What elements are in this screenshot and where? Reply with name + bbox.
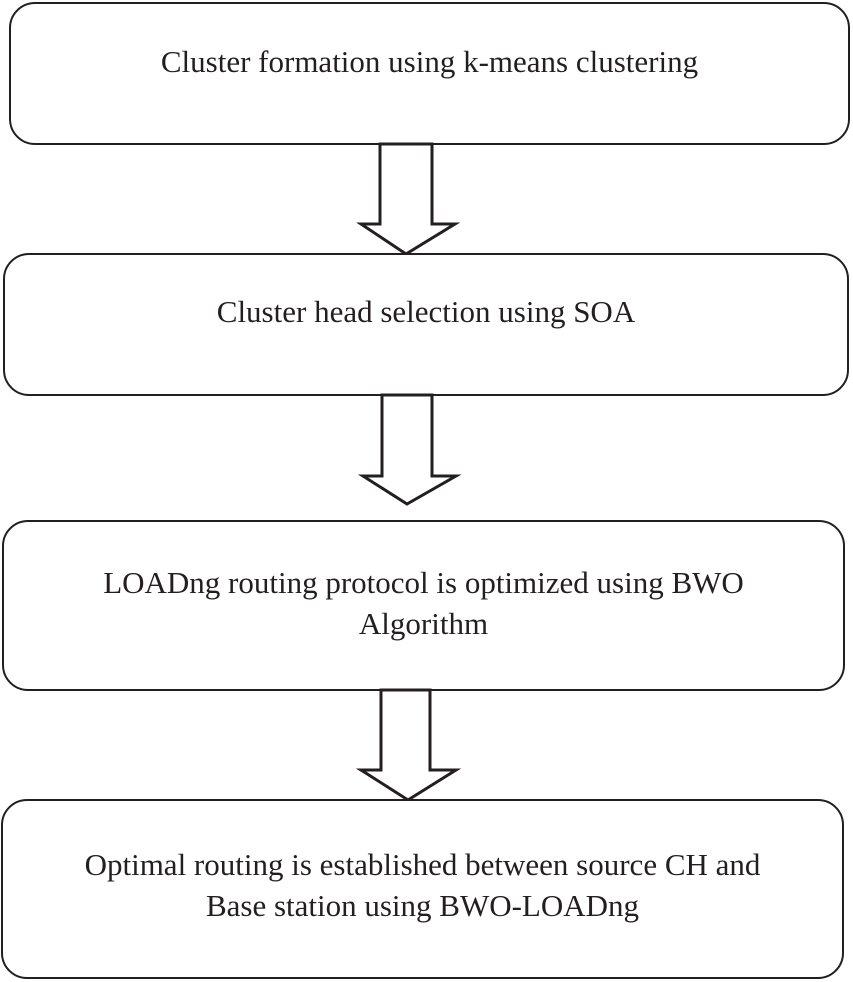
- step-label-cluster-formation: Cluster formation using k-means clusteri…: [160, 43, 699, 79]
- step-label-cluster-head-selection: Cluster head selection using SOA: [216, 294, 636, 329]
- step-box-optimal-routing: Optimal routing is established between s…: [1, 799, 844, 979]
- step-label-loadng-optimization: LOADng routing protocol is optimized usi…: [103, 564, 744, 641]
- down-arrow-1: [356, 142, 461, 256]
- step-box-loadng-optimization: LOADng routing protocol is optimized usi…: [2, 520, 845, 691]
- down-arrow-2: [357, 393, 462, 506]
- step-box-cluster-formation: Cluster formation using k-means clusteri…: [9, 2, 850, 145]
- down-arrow-3: [355, 688, 462, 802]
- step-box-cluster-head-selection: Cluster head selection using SOA: [3, 253, 849, 396]
- step-label-optimal-routing: Optimal routing is established between s…: [84, 847, 761, 923]
